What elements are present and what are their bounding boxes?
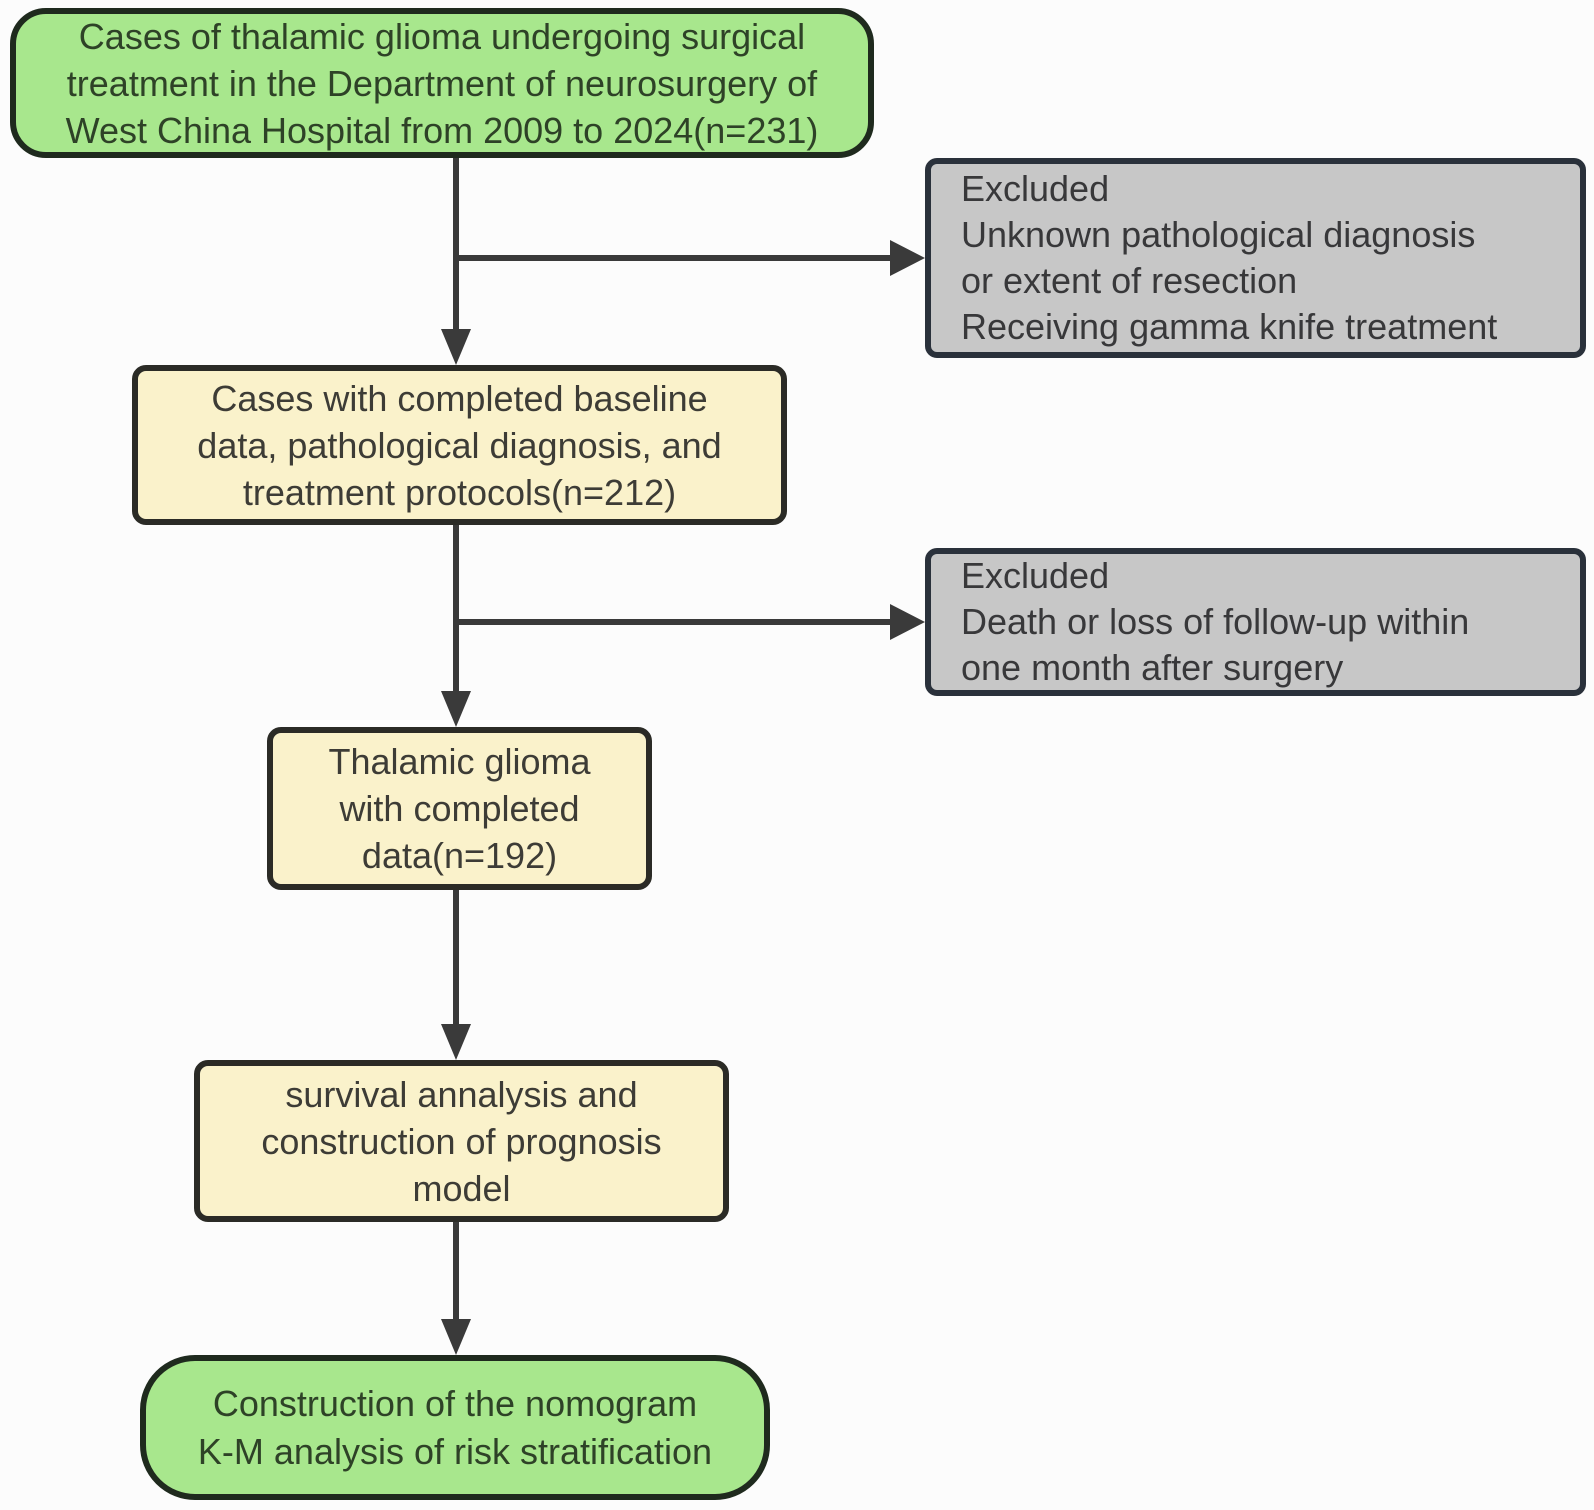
connector-line-to-excluded1: [453, 255, 890, 261]
arrow-down-icon: [441, 1319, 471, 1355]
excluded-box-1: Excluded Unknown pathological diagnosis …: [925, 158, 1586, 358]
connector-line-analysis-to-outcome: [453, 1222, 459, 1320]
arrow-down-icon: [441, 1024, 471, 1060]
connector-line-to-excluded2: [453, 619, 890, 625]
end-node-nomogram: Construction of the nomogram K-M analysi…: [140, 1355, 770, 1500]
node-completed-baseline-data: Cases with completed baseline data, path…: [132, 365, 787, 525]
connector-line-start-to-baseline: [453, 158, 459, 331]
connector-line-completed-to-analysis: [453, 890, 459, 1026]
arrow-right-icon: [890, 240, 925, 276]
node-survival-analysis: survival annalysis and construction of p…: [194, 1060, 729, 1222]
start-node-surgical-cases: Cases of thalamic glioma undergoing surg…: [10, 8, 874, 158]
arrow-down-icon: [441, 691, 471, 727]
node-completed-data: Thalamic glioma with completed data(n=19…: [267, 727, 652, 890]
connector-line-baseline-to-completed: [453, 525, 459, 692]
excluded-box-2: Excluded Death or loss of follow-up with…: [925, 548, 1586, 696]
arrow-right-icon: [890, 604, 925, 640]
arrow-down-icon: [441, 329, 471, 365]
